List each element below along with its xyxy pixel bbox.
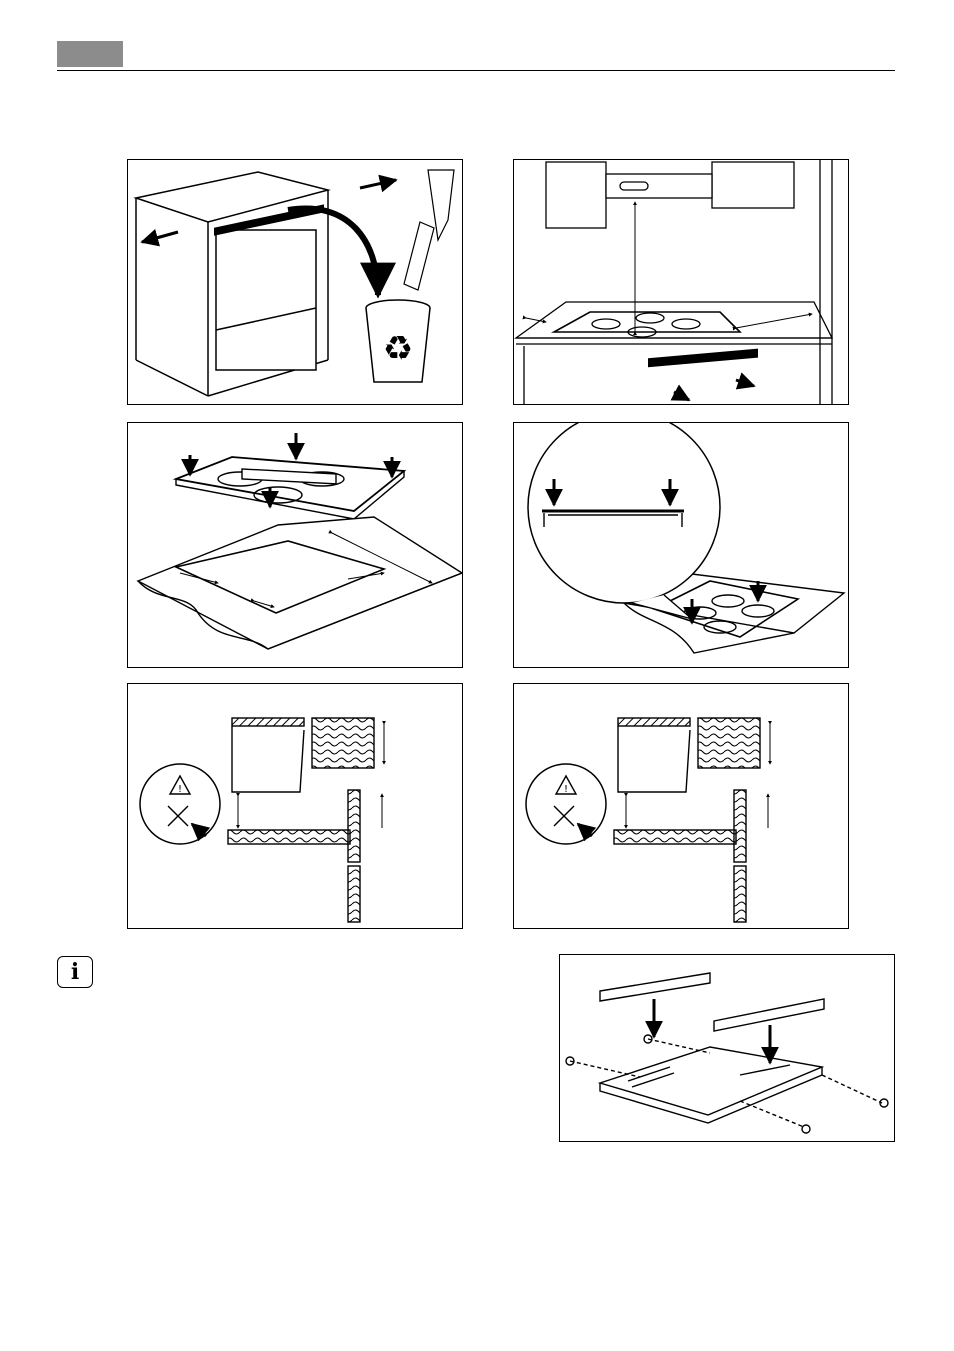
figure-hob-sealing-cutout	[127, 422, 463, 668]
figure-cabinet-remove-strip: ♻	[127, 159, 463, 405]
info-icon: i	[57, 956, 93, 988]
figure-hood-clearance	[513, 159, 849, 405]
recycle-bin-icon: ♻	[366, 300, 430, 382]
figure-hob-press-down	[513, 422, 849, 668]
section-tab	[57, 41, 123, 67]
svg-text:!: !	[564, 784, 568, 795]
svg-text:!: !	[178, 784, 182, 795]
svg-text:♻: ♻	[383, 329, 413, 369]
header-rule	[57, 70, 895, 71]
figure-bracket-mounting	[559, 954, 895, 1142]
figure-oven-clearance-right: !	[513, 683, 849, 929]
figure-oven-clearance-left: !	[127, 683, 463, 929]
